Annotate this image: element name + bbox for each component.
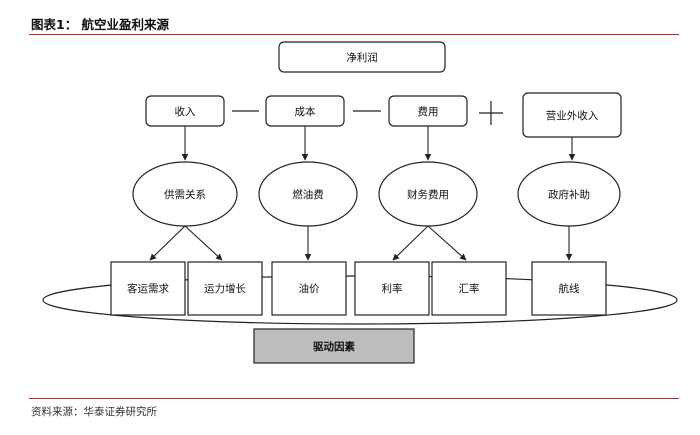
route-label: 航线 <box>559 282 580 295</box>
bottom-divider <box>29 398 679 399</box>
exchange-rate-box <box>431 261 507 316</box>
fuel-cost-label: 燃油费 <box>292 188 324 201</box>
source-note: 资料来源：华泰证券研究所 <box>31 406 157 418</box>
interest-rate-label: 利率 <box>382 282 403 295</box>
passenger-demand-box <box>110 261 186 316</box>
capacity-growth-box <box>187 261 263 316</box>
cost-label: 成本 <box>295 105 316 118</box>
route-box <box>531 261 607 316</box>
driving-factors-label: 驱动因素 <box>313 340 355 353</box>
arrow-supply-to-capacity <box>184 225 223 261</box>
oil-price-label: 油价 <box>299 282 320 295</box>
non-operating-income-label: 营业外收入 <box>546 109 599 122</box>
net-profit-label: 净利润 <box>346 51 378 64</box>
arrow-finance-to-fx <box>427 225 467 261</box>
revenue-label: 收入 <box>175 105 196 118</box>
exchange-rate-label: 汇率 <box>459 282 480 295</box>
figure-title: 图表1： 航空业盈利来源 <box>31 17 170 32</box>
government-subsidy-label: 政府补助 <box>548 188 590 201</box>
arrow-finance-to-rate <box>392 225 429 261</box>
expense-label: 费用 <box>418 105 439 118</box>
net-profit-box <box>278 41 446 73</box>
title-divider <box>29 34 679 35</box>
arrow-supply-to-passenger <box>149 225 186 261</box>
plus-operator <box>479 101 503 125</box>
interest-rate-box <box>354 261 430 316</box>
financial-expense-label: 财务费用 <box>407 188 449 201</box>
capacity-growth-label: 运力增长 <box>204 282 246 295</box>
passenger-demand-label: 客运需求 <box>127 282 169 295</box>
driving-factors-box <box>253 328 415 364</box>
oil-price-box <box>271 261 347 316</box>
supply-demand-label: 供需关系 <box>164 188 206 201</box>
